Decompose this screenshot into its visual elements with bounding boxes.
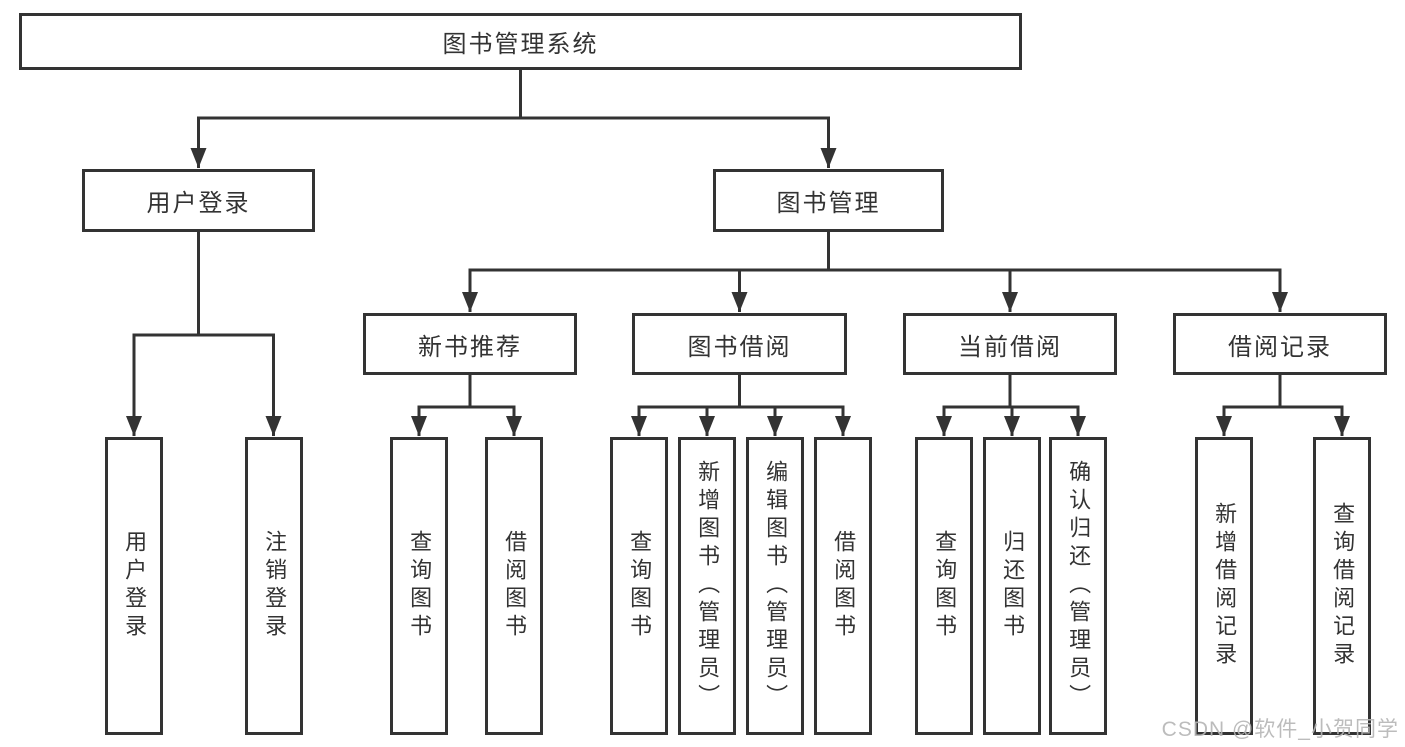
node-new-book-recommendation: 新书推荐: [363, 313, 577, 375]
node-book-management: 图书管理: [713, 169, 944, 232]
leaf-borrow-books-borrowing: 借阅图书: [814, 437, 872, 735]
leaf-label: 新增图书（管理员）: [695, 460, 721, 712]
leaf-label: 查询图书: [407, 530, 433, 642]
leaf-label: 新增借阅记录: [1212, 502, 1238, 670]
leaf-label: 查询图书: [932, 530, 958, 642]
leaf-query-books-current: 查询图书: [915, 437, 973, 735]
node-label: 用户登录: [146, 190, 251, 217]
leaf-borrow-books-recommend: 借阅图书: [485, 437, 543, 735]
leaf-label: 注销登录: [262, 530, 288, 642]
node-book-borrowing: 图书借阅: [632, 313, 847, 375]
leaf-label: 借阅图书: [502, 530, 528, 642]
node-label: 借阅记录: [1228, 333, 1332, 361]
leaf-add-borrow-record: 新增借阅记录: [1195, 437, 1253, 735]
leaf-confirm-return-admin: 确认归还（管理员）: [1049, 437, 1107, 735]
leaf-label: 查询借阅记录: [1330, 502, 1356, 670]
leaf-label: 查询图书: [627, 530, 653, 642]
leaf-add-book-admin: 新增图书（管理员）: [678, 437, 736, 735]
leaf-query-books-borrowing: 查询图书: [610, 437, 668, 735]
leaf-label: 用户登录: [122, 530, 148, 642]
node-library-management-system: 图书管理系统: [19, 13, 1022, 70]
node-borrowing-records: 借阅记录: [1173, 313, 1387, 375]
node-user-login: 用户登录: [82, 169, 315, 232]
leaf-label: 确认归还（管理员）: [1066, 460, 1092, 712]
leaf-user-login: 用户登录: [105, 437, 163, 735]
leaf-return-book: 归还图书: [983, 437, 1041, 735]
node-label: 图书管理系统: [442, 31, 599, 58]
leaf-edit-book-admin: 编辑图书（管理员）: [746, 437, 804, 735]
leaf-label: 编辑图书（管理员）: [763, 460, 789, 712]
node-label: 当前借阅: [958, 333, 1062, 361]
leaf-label: 归还图书: [1000, 530, 1026, 642]
node-label: 图书借阅: [687, 333, 792, 361]
csdn-watermark: CSDN @软件_小贺同学: [1161, 718, 1399, 741]
leaf-logout: 注销登录: [245, 437, 303, 735]
leaf-label: 借阅图书: [831, 530, 857, 642]
node-label: 图书管理: [776, 190, 881, 217]
node-label: 新书推荐: [418, 333, 522, 361]
leaf-query-books-recommend: 查询图书: [390, 437, 448, 735]
leaf-query-borrow-record: 查询借阅记录: [1313, 437, 1371, 735]
node-current-borrowing: 当前借阅: [903, 313, 1117, 375]
